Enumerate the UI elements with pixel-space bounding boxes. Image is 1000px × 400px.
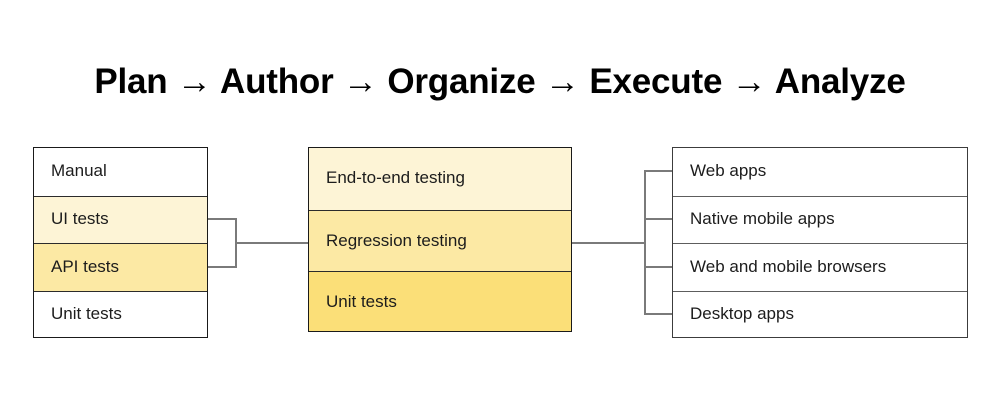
cell-native-mobile-apps[interactable]: Native mobile apps (673, 195, 967, 243)
diagram-title: Plan → Author → Organize → Execute → Ana… (94, 62, 906, 101)
cell-unit-tests-left[interactable]: Unit tests (34, 290, 207, 337)
cell-unit-tests-middle[interactable]: Unit tests (309, 271, 571, 331)
cell-end-to-end-testing[interactable]: End-to-end testing (309, 148, 571, 210)
cell-desktop-apps[interactable]: Desktop apps (673, 290, 967, 337)
connector-left-trunk (235, 242, 308, 244)
cell-api-tests[interactable]: API tests (34, 243, 207, 291)
connector-browsers-stub (644, 266, 672, 268)
test-approach-column: Manual UI tests API tests Unit tests (33, 147, 208, 338)
cell-ui-tests[interactable]: UI tests (34, 195, 207, 243)
cell-web-and-mobile-browsers[interactable]: Web and mobile browsers (673, 243, 967, 291)
connector-ui-tests-stub (208, 218, 237, 220)
connector-desktop-apps-stub (644, 313, 672, 315)
connector-api-tests-stub (208, 266, 237, 268)
cell-manual[interactable]: Manual (34, 148, 207, 196)
test-type-column: End-to-end testing Regression testing Un… (308, 147, 572, 332)
connector-web-apps-stub (644, 170, 672, 172)
target-platform-column: Web apps Native mobile apps Web and mobi… (672, 147, 968, 338)
connector-native-mobile-stub (644, 218, 672, 220)
cell-web-apps[interactable]: Web apps (673, 148, 967, 196)
connector-right-spine (644, 170, 646, 315)
connector-right-trunk (572, 242, 646, 244)
cell-regression-testing[interactable]: Regression testing (309, 209, 571, 272)
